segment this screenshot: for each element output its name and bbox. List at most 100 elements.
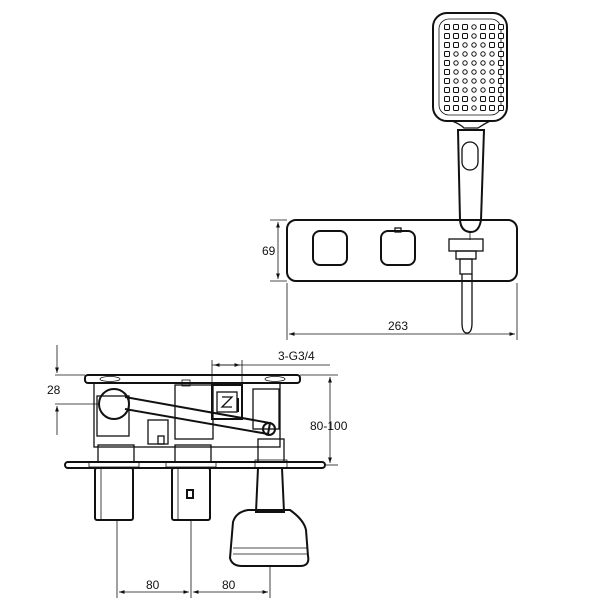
left-control-button [312,230,348,266]
spray-nozzle [480,60,486,66]
shower-hose [461,274,473,334]
spray-nozzle [471,33,477,39]
spray-nozzle [498,87,504,93]
spray-nozzle [444,87,450,93]
shower-head-inner-rim [438,18,502,116]
spray-nozzle [453,60,459,66]
spray-nozzle [489,33,495,39]
left-pipe-connector [94,467,134,521]
shower-head [432,12,508,122]
spray-nozzle [462,60,468,66]
spray-nozzle [444,69,450,75]
label-thread: 3-G3/4 [278,349,315,363]
spray-nozzle [453,78,459,84]
left-valve-block [96,395,130,437]
control-panel-front-view [286,219,518,334]
dimension-panel-width: 263 [286,283,518,340]
spray-nozzle [453,24,459,30]
spray-nozzle [462,33,468,39]
spray-nozzle [453,105,459,111]
spray-nozzle [471,105,477,111]
spray-nozzle [489,78,495,84]
label-spacing-left: 80 [146,578,160,592]
hand-shower-view [432,12,508,240]
dimension-depth-range: 80-100 [300,374,348,466]
spray-nozzle [498,51,504,57]
right-valve-block [252,388,280,430]
spray-nozzle [480,33,486,39]
dimension-panel-height: 69 [262,219,287,282]
valve-body [93,382,281,448]
lever-pivot [262,422,276,436]
spray-nozzle [498,24,504,30]
right-control-button [380,230,416,266]
label-80-100: 80-100 [310,419,348,433]
spray-nozzle [444,96,450,102]
spray-nozzle [498,96,504,102]
spray-nozzle [444,42,450,48]
spray-nozzle [480,69,486,75]
spray-nozzle [453,69,459,75]
spray-nozzle [471,24,477,30]
spray-nozzle [489,51,495,57]
spray-nozzle [462,51,468,57]
shower-neck [451,120,491,129]
spray-nozzle [498,69,504,75]
spray-nozzle [480,105,486,111]
spray-nozzle [462,42,468,48]
dimension-front-depth: 28 [47,345,100,435]
label-69: 69 [262,244,276,258]
holder-bracket [448,238,484,252]
holder-connector [455,250,477,260]
spray-nozzle [444,105,450,111]
spray-nozzle [444,78,450,84]
diverter-lever-arm [124,396,272,436]
spray-nozzle [489,60,495,66]
spray-nozzle [498,60,504,66]
spray-nozzle [489,42,495,48]
spray-nozzle [462,24,468,30]
spray-nozzle [471,42,477,48]
spray-nozzle [480,96,486,102]
spray-nozzle [471,78,477,84]
spray-nozzle [471,96,477,102]
spray-nozzle [471,51,477,57]
right-handle-cap [228,509,310,567]
left-valve-knob [98,388,130,420]
spray-nozzle [480,42,486,48]
spray-nozzle [480,87,486,93]
valve-body-section-view [64,374,326,567]
panel-plate [286,219,518,282]
spray-nozzle [444,24,450,30]
nozzle-grid [444,24,504,111]
spray-nozzle [480,51,486,57]
label-spacing-right: 80 [222,578,236,592]
spray-nozzle [489,87,495,93]
spray-nozzle [444,51,450,57]
right-button-tab [394,227,402,233]
hose-outlet [459,258,473,275]
thread-port-housing [211,384,243,420]
spray-nozzle [498,78,504,84]
label-28: 28 [47,383,61,397]
dimension-outlet-spacing: 80 80 [116,520,271,598]
shower-handle [456,129,486,234]
cover-plate [84,374,301,384]
spray-nozzle [462,105,468,111]
spray-nozzle [453,33,459,39]
spray-nozzle [453,96,459,102]
spray-nozzle [480,24,486,30]
spray-nozzle [498,105,504,111]
spray-nozzle [471,69,477,75]
spray-nozzle [462,69,468,75]
spray-nozzle [462,78,468,84]
spray-nozzle [462,87,468,93]
spray-nozzle [444,33,450,39]
center-pipe-screw [186,489,194,499]
spray-nozzle [498,33,504,39]
spray-nozzle [480,78,486,84]
spray-nozzle [471,87,477,93]
spray-nozzle [453,42,459,48]
spray-nozzle [453,51,459,57]
